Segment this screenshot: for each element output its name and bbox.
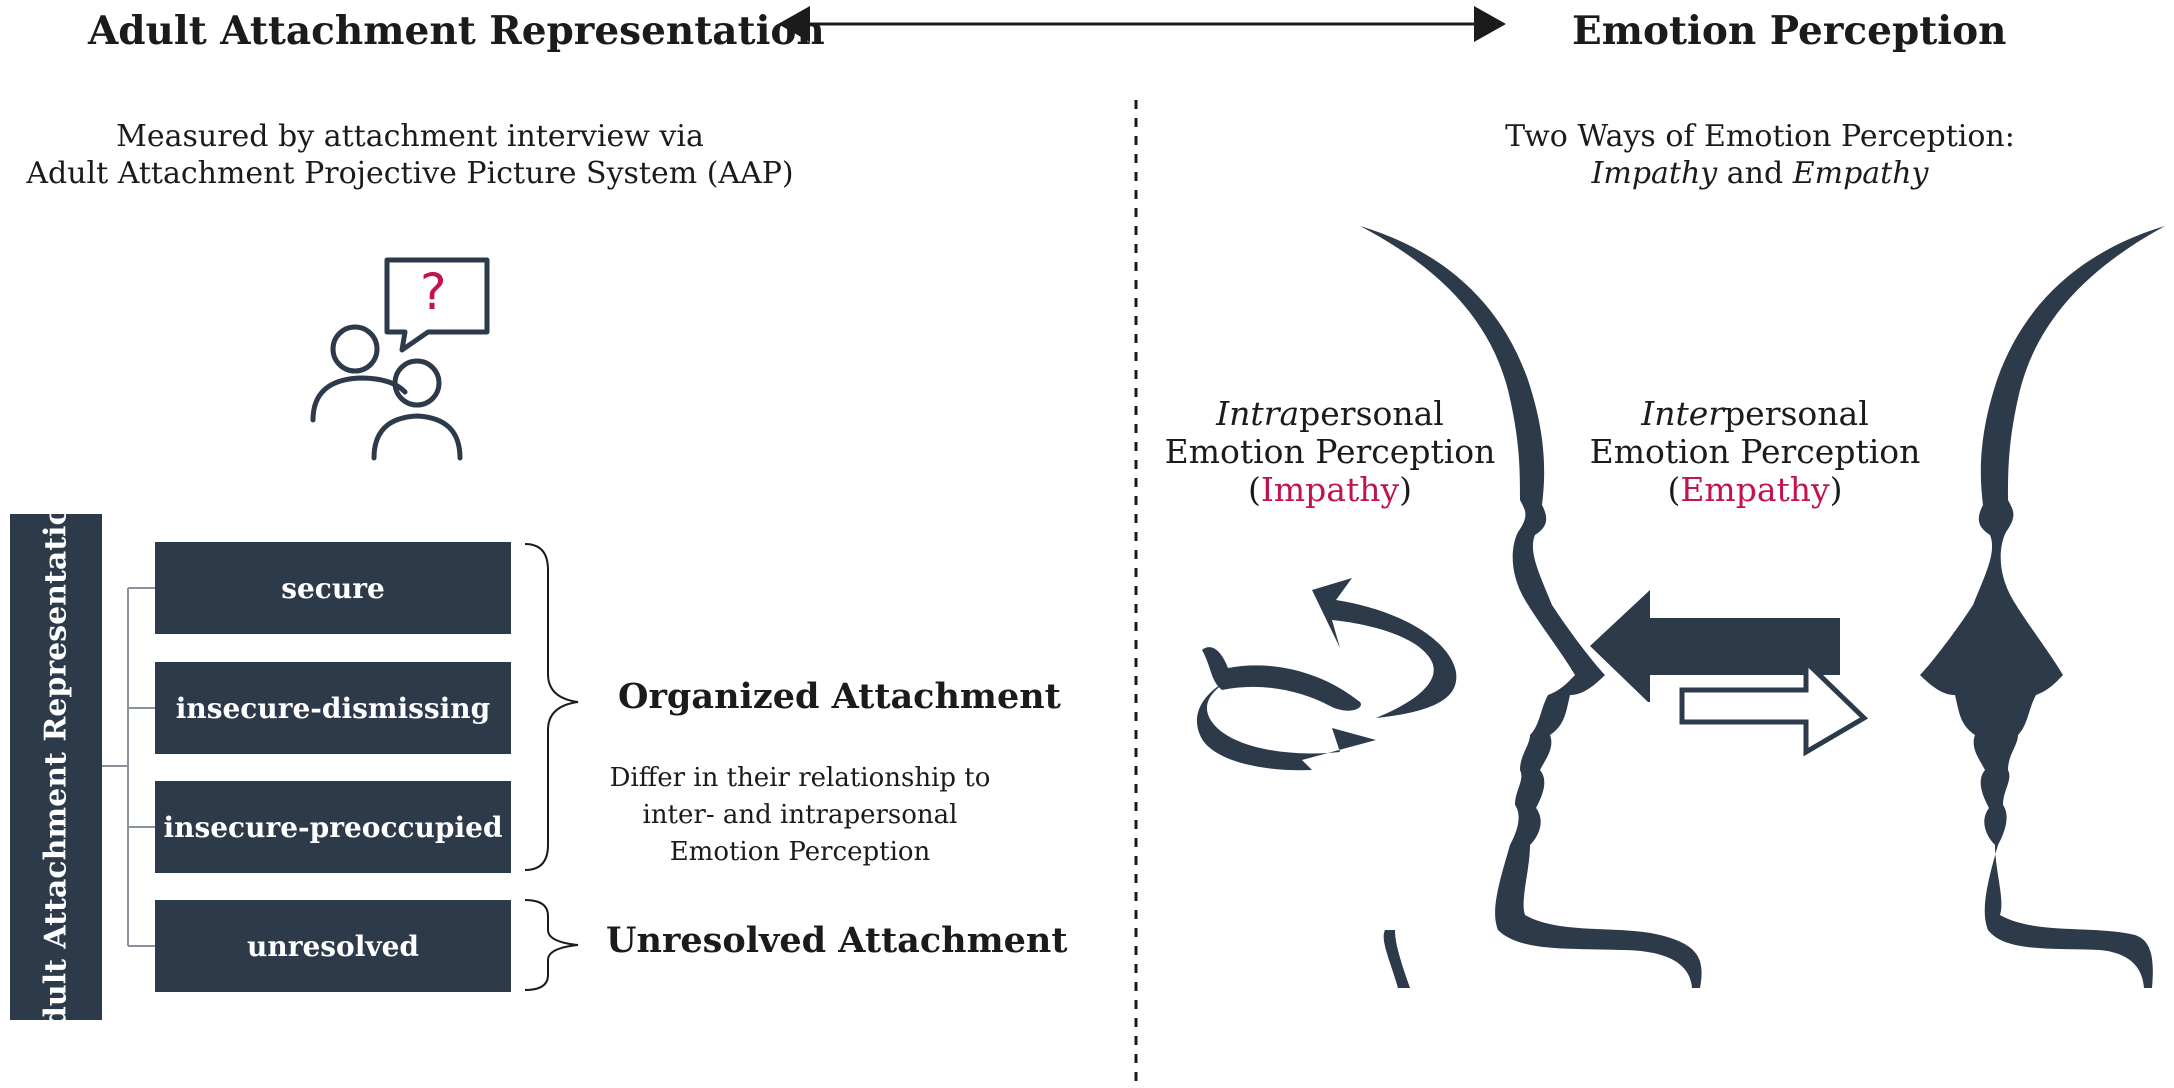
inter-open: ( — [1667, 470, 1681, 509]
brace-organized — [524, 543, 579, 871]
ways-line-1: Two Ways of Emotion Perception: — [1505, 119, 2015, 154]
speech-bubble-icon — [384, 257, 490, 353]
left-section-title: Adult Attachment Representation — [88, 8, 825, 54]
measurement-description: Measured by attachment interview via Adu… — [10, 118, 810, 192]
inter-prefix: Inter — [1641, 394, 1725, 433]
category-insecure-preoccupied: insecure-preoccupied — [155, 781, 511, 873]
category-secure: secure — [155, 542, 511, 634]
category-insecure-dismissing: insecure-dismissing — [155, 662, 511, 754]
intra-close: ) — [1399, 470, 1413, 509]
interview-people-icon — [310, 324, 463, 461]
empathy-term: Empathy — [1680, 470, 1830, 509]
intra-line-2: Emotion Perception — [1164, 432, 1496, 471]
inter-line-2: Emotion Perception — [1589, 432, 1921, 471]
attachment-vertical-label: Adult Attachment Representation — [38, 483, 74, 1051]
perception-ways-description: Two Ways of Emotion Perception: Impathy … — [1460, 118, 2060, 192]
ways-impathy: Impathy — [1591, 156, 1718, 191]
bidirectional-arrows-icon — [1590, 590, 1869, 757]
ways-line-2: Impathy and Empathy — [1460, 155, 2060, 192]
ways-and: and — [1717, 156, 1793, 191]
differ-note: Differ in their relationship to inter- a… — [600, 760, 1000, 871]
intrapersonal-label: Intrapersonal Emotion Perception (Impath… — [1140, 395, 1520, 509]
category-connectors — [102, 587, 155, 947]
differ-line-2: inter- and intrapersonal — [642, 800, 958, 830]
question-mark: ? — [420, 263, 447, 321]
impathy-term: Impathy — [1260, 470, 1400, 509]
circular-arrows-icon — [1196, 578, 1457, 771]
attachment-vertical-box: Adult Attachment Representation — [10, 484, 102, 1050]
unresolved-attachment-label: Unresolved Attachment — [606, 920, 1068, 961]
double-headed-arrow — [778, 6, 1506, 42]
measurement-line-2: Adult Attachment Projective Picture Syst… — [26, 156, 794, 191]
intra-open: ( — [1247, 470, 1261, 509]
differ-line-3: Emotion Perception — [669, 837, 931, 867]
interpersonal-label: Interpersonal Emotion Perception (Empath… — [1565, 395, 1945, 509]
inter-close: ) — [1829, 470, 1843, 509]
face-left-base — [1383, 930, 1410, 988]
intra-line-3: (Impathy) — [1140, 471, 1520, 509]
brace-unresolved — [524, 899, 579, 991]
inter-line-1: Interpersonal — [1565, 395, 1945, 433]
inter-line-3: (Empathy) — [1565, 471, 1945, 509]
inter-suffix: personal — [1724, 394, 1869, 433]
category-unresolved: unresolved — [155, 900, 511, 992]
face-profile-right-icon — [1920, 226, 2165, 988]
measurement-line-1: Measured by attachment interview via — [116, 119, 704, 154]
intra-line-1: Intrapersonal — [1140, 395, 1520, 433]
intra-prefix: Intra — [1216, 394, 1300, 433]
differ-line-1: Differ in their relationship to — [609, 763, 991, 793]
organized-attachment-label: Organized Attachment — [618, 676, 1061, 717]
right-section-title: Emotion Perception — [1572, 8, 2007, 54]
face-profile-left-icon — [1360, 226, 1702, 988]
intra-suffix: personal — [1299, 394, 1444, 433]
ways-empathy: Empathy — [1792, 156, 1929, 191]
